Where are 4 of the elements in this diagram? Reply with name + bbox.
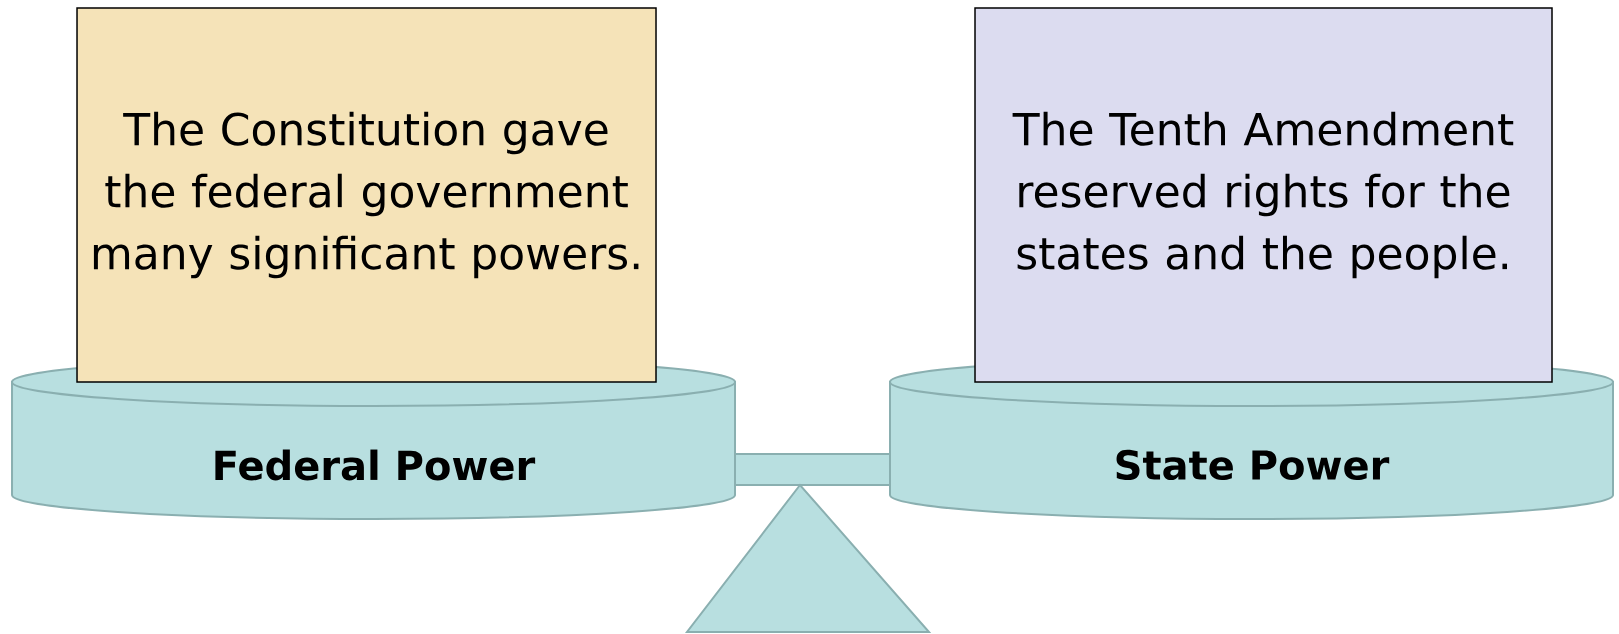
scale-pan: State Power: [889, 357, 1614, 520]
text-box: The Constitution gave the federal government many significant powers.: [76, 7, 657, 383]
text-box: The Tenth Amendment reserved rights for the states and the people.: [974, 7, 1553, 383]
scale-pan: Federal Power: [11, 357, 736, 520]
